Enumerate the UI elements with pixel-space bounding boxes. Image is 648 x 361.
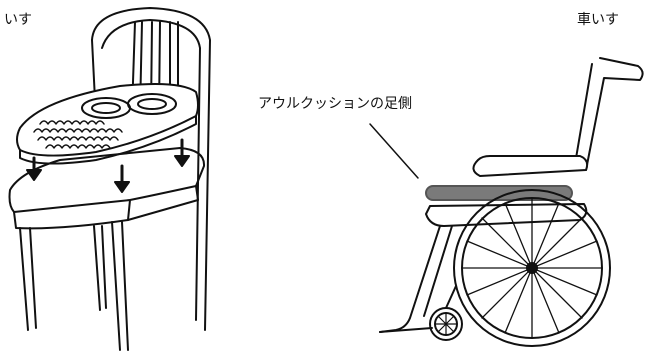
- footrest: [380, 328, 432, 332]
- arrow-left-head: [27, 170, 41, 180]
- chair-front-left-leg: [20, 228, 36, 330]
- caster-fork: [446, 286, 456, 308]
- cushion-pointer-line: [370, 124, 418, 178]
- wheelchair-illustration: [370, 58, 643, 346]
- arrow-right-head: [175, 156, 189, 166]
- caster-spokes: [435, 313, 457, 335]
- chair-seat-corner: [128, 200, 130, 220]
- chair-illustration: [10, 8, 211, 350]
- chair-front-right-leg: [112, 222, 128, 350]
- armrest: [473, 156, 587, 176]
- push-handle: [586, 58, 643, 170]
- rear-wheel-spokes: [462, 198, 602, 338]
- owl-cushion-on-chair: [17, 84, 198, 164]
- arrow-center-head: [115, 182, 129, 192]
- chair-back-left-leg: [94, 226, 106, 310]
